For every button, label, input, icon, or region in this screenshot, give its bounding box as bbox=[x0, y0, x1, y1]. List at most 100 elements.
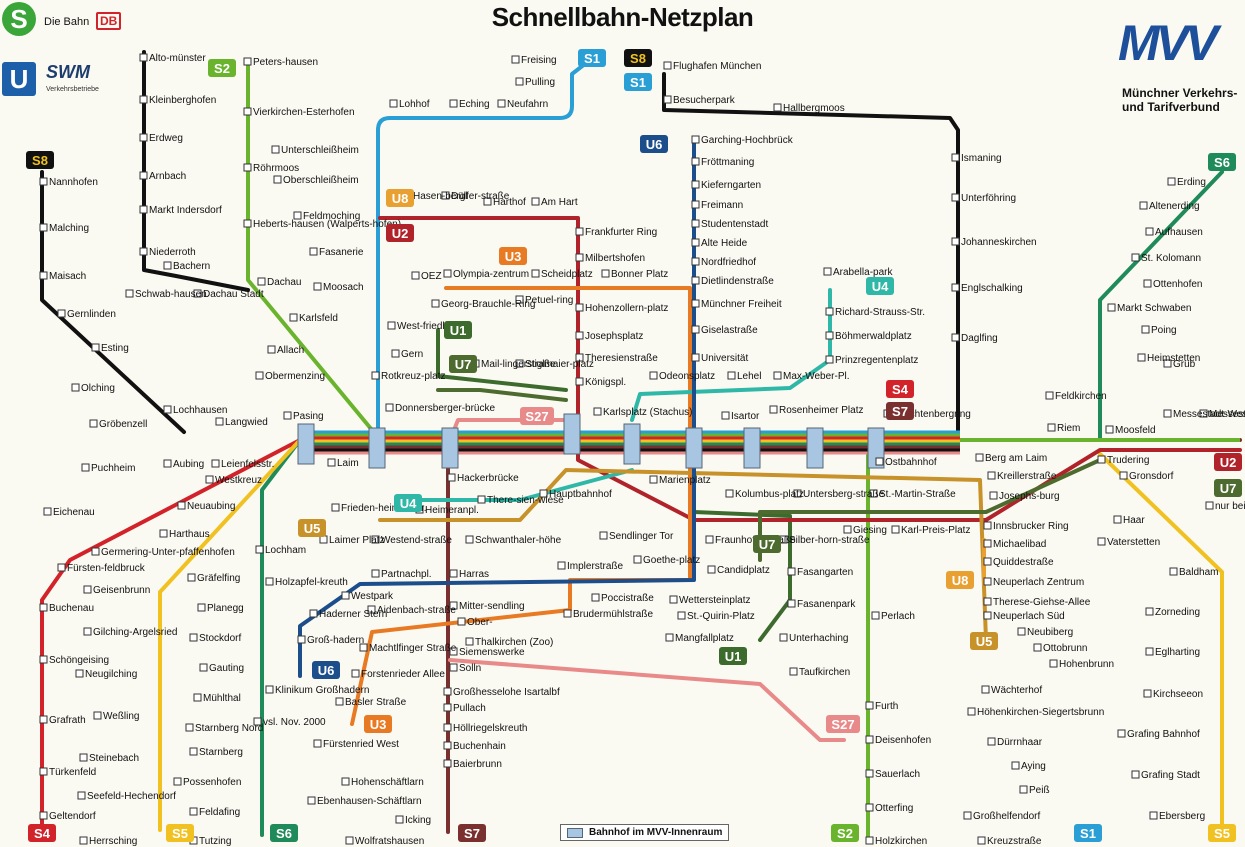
station-label[interactable]: Poing bbox=[1151, 325, 1177, 336]
station-marker[interactable] bbox=[705, 535, 714, 544]
station-marker[interactable] bbox=[1019, 785, 1028, 794]
station-label[interactable]: Kirchseeon bbox=[1153, 689, 1203, 700]
station-label[interactable]: Lohhof bbox=[399, 99, 430, 110]
station-marker[interactable] bbox=[987, 471, 996, 480]
station-marker[interactable] bbox=[341, 777, 350, 786]
station-label[interactable]: Mitter-sendling bbox=[459, 601, 525, 612]
station-marker[interactable] bbox=[769, 405, 778, 414]
line-badge-u5[interactable]: U5 bbox=[970, 632, 998, 650]
station-label[interactable]: Buchenau bbox=[49, 603, 94, 614]
station-label[interactable]: Dachau Stadt bbox=[203, 289, 264, 300]
station-label[interactable]: Pasing bbox=[293, 411, 324, 422]
station-marker[interactable] bbox=[91, 547, 100, 556]
station-label[interactable]: Dülfer-straße bbox=[451, 191, 510, 202]
station-marker[interactable] bbox=[449, 569, 458, 578]
station-label[interactable]: Germering-Unter-pfaffenhofen bbox=[101, 547, 235, 558]
station-label[interactable]: Trudering bbox=[1107, 455, 1149, 466]
station-marker[interactable] bbox=[1045, 391, 1054, 400]
station-marker[interactable] bbox=[139, 171, 148, 180]
line-badge-u6[interactable]: U6 bbox=[312, 661, 340, 679]
station-label[interactable]: Partnachpl. bbox=[381, 569, 432, 580]
station-label[interactable]: Klein­berghofen bbox=[149, 95, 216, 106]
station-label[interactable]: Mail-lingerstraße bbox=[481, 359, 556, 370]
station-label[interactable]: Mangfallplatz bbox=[675, 633, 734, 644]
station-label[interactable]: Marienplatz bbox=[659, 475, 711, 486]
station-label[interactable]: Grub bbox=[1173, 359, 1196, 370]
station-label[interactable]: Eglharting bbox=[1155, 647, 1200, 658]
station-label[interactable]: Olympia-zentrum bbox=[453, 269, 529, 280]
station-marker[interactable] bbox=[1011, 761, 1020, 770]
station-label[interactable]: Kreillerstraße bbox=[997, 471, 1057, 482]
station-marker[interactable] bbox=[39, 655, 48, 664]
station-marker[interactable] bbox=[725, 489, 734, 498]
station-marker[interactable] bbox=[983, 539, 992, 548]
station-marker[interactable] bbox=[431, 299, 440, 308]
station-marker[interactable] bbox=[389, 99, 398, 108]
station-label[interactable]: Markt Indersdorf bbox=[149, 205, 222, 216]
station-label[interactable]: Solln bbox=[459, 663, 481, 674]
station-marker[interactable] bbox=[371, 535, 380, 544]
station-marker[interactable] bbox=[371, 569, 380, 578]
station-label[interactable]: Milbertshofen bbox=[585, 253, 645, 264]
station-label[interactable]: Gröbenzell bbox=[99, 419, 147, 430]
station-marker[interactable] bbox=[243, 107, 252, 116]
station-label[interactable]: Grafing Stadt bbox=[1141, 770, 1200, 781]
station-marker[interactable] bbox=[951, 333, 960, 342]
station-marker[interactable] bbox=[1113, 515, 1122, 524]
station-label[interactable]: Possenhofen bbox=[183, 777, 241, 788]
station-label[interactable]: Isartor bbox=[731, 411, 760, 422]
station-label[interactable]: Puchheim bbox=[91, 463, 135, 474]
station-label[interactable]: Neuperlach Zentrum bbox=[993, 577, 1084, 588]
station-label[interactable]: West-friedhof bbox=[397, 321, 457, 332]
station-marker[interactable] bbox=[539, 489, 548, 498]
station-marker[interactable] bbox=[983, 577, 992, 586]
station-marker[interactable] bbox=[79, 753, 88, 762]
station-marker[interactable] bbox=[297, 635, 306, 644]
station-marker[interactable] bbox=[255, 371, 264, 380]
station-marker[interactable] bbox=[173, 777, 182, 786]
station-marker[interactable] bbox=[779, 633, 788, 642]
station-marker[interactable] bbox=[449, 99, 458, 108]
station-marker[interactable] bbox=[77, 791, 86, 800]
hub-station[interactable] bbox=[623, 423, 641, 465]
station-label[interactable]: Feldmoching bbox=[303, 211, 360, 222]
station-marker[interactable] bbox=[93, 711, 102, 720]
line-badge-u3[interactable]: U3 bbox=[364, 715, 392, 733]
station-marker[interactable] bbox=[865, 803, 874, 812]
station-marker[interactable] bbox=[989, 491, 998, 500]
station-marker[interactable] bbox=[465, 637, 474, 646]
line-badge-s1[interactable]: S1 bbox=[624, 73, 652, 91]
station-label[interactable]: Goethe-platz bbox=[643, 555, 700, 566]
station-label[interactable]: Leuchtenbergring bbox=[893, 409, 971, 420]
station-label[interactable]: Groß-hadern bbox=[307, 635, 364, 646]
station-marker[interactable] bbox=[443, 723, 452, 732]
station-label[interactable]: Mühlthal bbox=[203, 693, 241, 704]
station-marker[interactable] bbox=[721, 411, 730, 420]
line-badge-u7[interactable]: U7 bbox=[1214, 479, 1242, 497]
station-label[interactable]: Rosenheimer Platz bbox=[779, 405, 863, 416]
station-marker[interactable] bbox=[39, 177, 48, 186]
station-label[interactable]: Theresienstraße bbox=[585, 353, 658, 364]
station-marker[interactable] bbox=[83, 585, 92, 594]
station-label[interactable]: Klinikum Großhadern bbox=[275, 685, 369, 696]
station-marker[interactable] bbox=[787, 567, 796, 576]
station-label[interactable]: Karlsfeld bbox=[299, 313, 338, 324]
station-label[interactable]: Obermenzing bbox=[265, 371, 325, 382]
station-label[interactable]: Innsbrucker Ring bbox=[993, 521, 1069, 532]
station-label[interactable]: Heberts-hausen (Walperts-hofen) bbox=[253, 219, 401, 230]
station-label[interactable]: Machtlfinger Straße bbox=[369, 643, 457, 654]
station-label[interactable]: Dietlindenstraße bbox=[701, 276, 774, 287]
line-badge-u2[interactable]: U2 bbox=[386, 224, 414, 242]
station-label[interactable]: Candidplatz bbox=[717, 565, 770, 576]
station-marker[interactable] bbox=[691, 135, 700, 144]
station-label[interactable]: Aidenbach-straße bbox=[377, 605, 456, 616]
station-label[interactable]: Markt Schwaben bbox=[1117, 303, 1191, 314]
station-marker[interactable] bbox=[189, 807, 198, 816]
station-label[interactable]: Fasanenpark bbox=[797, 599, 856, 610]
station-marker[interactable] bbox=[205, 475, 214, 484]
station-marker[interactable] bbox=[975, 453, 984, 462]
station-label[interactable]: Geltendorf bbox=[49, 811, 96, 822]
station-label[interactable]: Laimer Platz bbox=[329, 535, 385, 546]
station-marker[interactable] bbox=[977, 836, 986, 845]
station-marker[interactable] bbox=[515, 359, 524, 368]
